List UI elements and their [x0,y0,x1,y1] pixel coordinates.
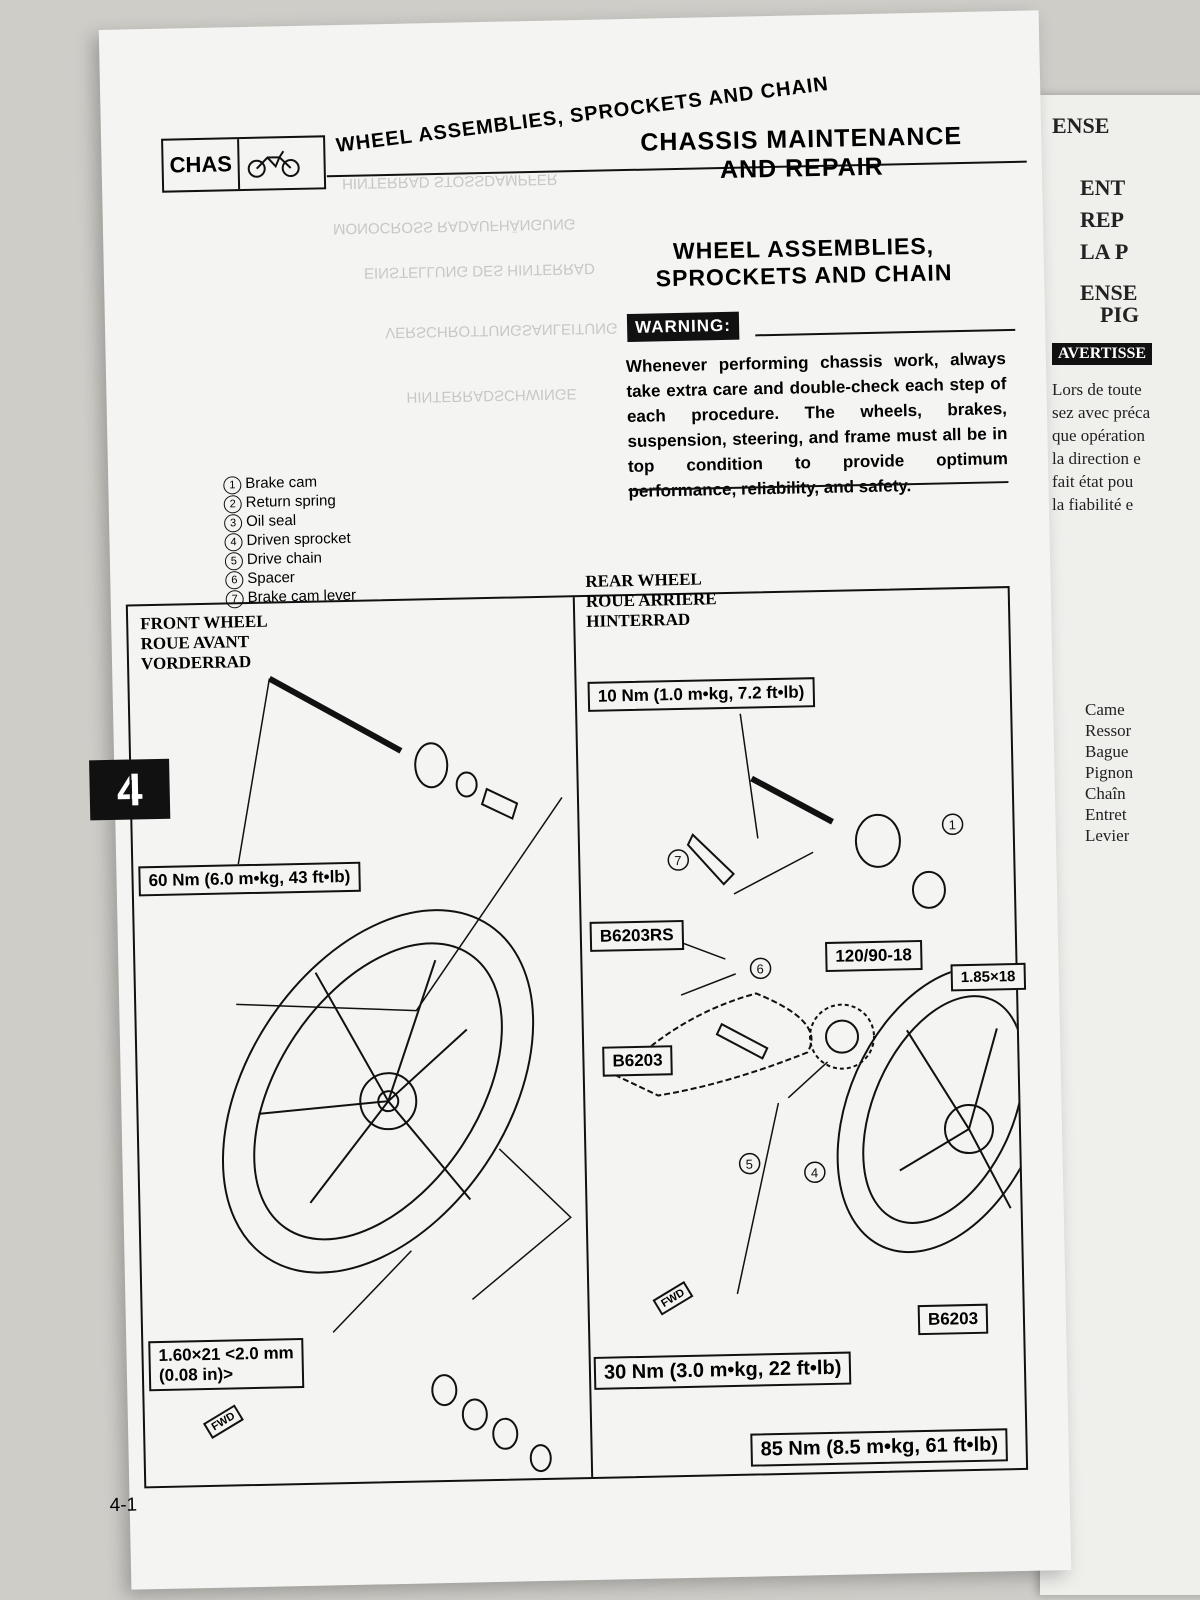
facing-legend: Levier [1085,826,1130,845]
rear-brake-plate [854,813,901,868]
front-hub [359,1072,418,1131]
callout-7 [667,849,690,871]
front-tire [221,909,535,1274]
facing-legend: Ressor [1085,721,1132,740]
rear-axle-torque: 85 Nm (8.5 m•kg, 61 ft•lb) [750,1428,1009,1467]
rear-hub [943,1104,994,1155]
brake-cam-lever [686,833,735,886]
motorcycle-icon [248,150,301,178]
bleed-through-text: HINTERRAD STOSSDAMPFER [341,170,558,192]
wheel-illustrations: 7 1 6 5 4 [221,675,1027,1473]
rear-spokes [899,1028,1012,1209]
callout-5-number: 5 [746,1157,754,1172]
front-bearing [461,1398,488,1431]
warning-text: Whenever performing chassis work, always… [625,349,1009,502]
warning-label: WARNING: [626,311,740,343]
callout-1 [941,813,964,836]
rear-sprocket-torque: 30 Nm (3.0 m•kg, 22 ft•lb) [593,1351,852,1390]
front-leader-lines [236,678,572,1333]
facing-heading: ENSE [1052,113,1110,138]
bearing-b6203-right: B6203 [917,1303,989,1336]
front-brake-plate [414,742,449,789]
facing-text: la direction e [1052,449,1141,468]
rear-spacer [715,1022,769,1060]
callout-6-number: 6 [756,961,764,976]
chas-label: CHAS [163,139,241,191]
facing-warning: AVERTISSE [1052,343,1153,365]
facing-text: Lors de toute [1052,380,1142,399]
bleed-through-text: VERSCHROTTUNGSANLEITUNG [384,319,618,342]
facing-heading: ENSE [1080,280,1138,305]
facing-heading: ENT [1080,175,1126,200]
bearing-b6203rs: B6203RS [589,919,684,952]
front-spacer [480,787,519,820]
callout-5 [738,1152,761,1175]
facing-text: que opération [1052,426,1145,445]
chas-badge: CHAS [161,135,327,193]
front-spokes [258,959,472,1204]
drive-chain [616,992,813,1097]
rear-cam-torque: 10 Nm (1.0 m•kg, 7.2 ft•lb) [587,677,815,712]
rear-rim [862,995,1025,1224]
facing-heading: REP [1080,207,1124,232]
bearing-b6203-left: B6203 [602,1045,673,1077]
section-subtitle: WHEEL ASSEMBLIES, SPROCKETS AND CHAIN [655,232,953,292]
front-collar [529,1444,552,1473]
front-seal [431,1374,458,1407]
bleed-through-text: EINSTELLUNG DES HINTERRAD [363,259,595,282]
callout-4-number: 4 [811,1165,819,1180]
rear-tire-size: 120/90-18 [825,939,923,972]
rear-sprocket-hub [825,1019,860,1054]
front-axle-torque: 60 Nm (6.0 m•kg, 43 ft•lb) [138,861,361,897]
page-number: 4-1 [109,1494,138,1517]
facing-text: fait état pou [1052,472,1134,491]
rear-wheel-caption: REAR WHEEL ROUE ARRIERE HINTERRAD [585,569,717,631]
facing-text: la fiabilité e [1052,495,1134,514]
facing-heading: PIG [1100,302,1140,327]
facing-legend: Chaîn [1085,784,1126,803]
facing-legend: Bague [1085,742,1129,761]
front-rim [253,942,503,1241]
rear-sprocket [809,1003,876,1070]
bleed-through-text: HINTERRADSCHWINGE [406,385,577,406]
facing-page: ENSE ENT REP LA P ENSE PIG AVERTISSE Lor… [1040,95,1200,1595]
rear-brake-shoe [911,870,946,909]
facing-text: sez avec préca [1052,403,1151,422]
rear-axle [750,775,834,825]
section-title: CHASSIS MAINTENANCE AND REPAIR [640,121,963,185]
callout-7-number: 7 [674,853,682,868]
front-collar [455,771,478,798]
rear-rim-size: 1.85×18 [950,962,1026,992]
front-tire-spec: 1.60×21 <2.0 mm (0.08 in)> [148,1338,305,1392]
rear-leader-lines [674,713,829,1295]
facing-legend: Pignon [1085,763,1134,782]
front-wheel-caption: FRONT WHEEL ROUE AVANT VORDERRAD [140,611,268,674]
front-axle [267,675,403,754]
front-bearing [492,1417,519,1450]
callout-4 [804,1161,826,1184]
facing-legend: Came [1085,700,1125,719]
callout-6 [749,957,772,980]
warning-rule [755,328,1016,337]
exploded-diagram: 7 1 6 5 4 FRONT WHEEL ROUE AVANT VORDERR… [125,570,1029,1489]
facing-legend: Entret [1085,805,1127,824]
callout-1-number: 1 [948,817,956,832]
facing-heading: LA P [1080,239,1129,264]
bleed-through-text: MONOCROSS RADAUFHÄNGUNG [332,215,576,238]
manual-page: CHAS WHEEL ASSEMBLIES, SPROCKETS AND CHA… [89,10,1072,1590]
